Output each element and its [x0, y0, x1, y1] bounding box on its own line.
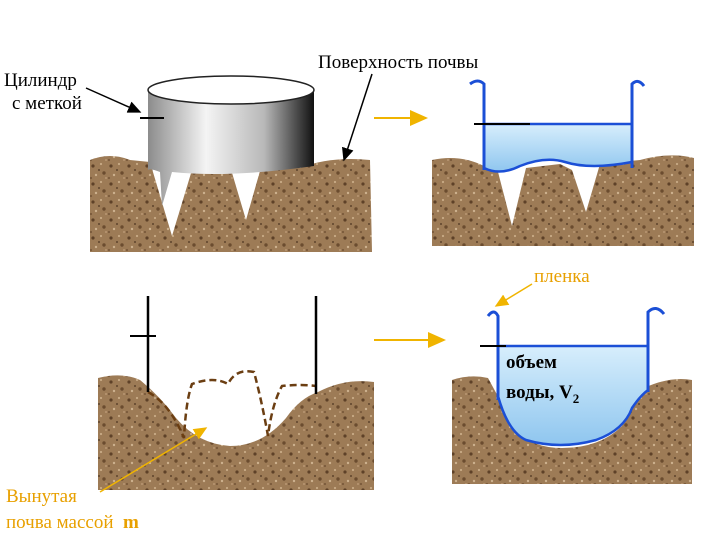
film-pointer [496, 284, 532, 306]
panel-soil-removed [98, 296, 374, 490]
cylinder-wall-right-4 [648, 308, 664, 392]
soil-block-3 [98, 375, 374, 490]
removed-soil-label-line2: почва массой m [6, 512, 139, 534]
mass-symbol: m [123, 512, 139, 533]
removed-soil-label-line1: Вынутая [6, 486, 77, 508]
cylinder-label-line2: с меткой [12, 93, 82, 115]
soil-surface-label: Поверхность почвы [318, 52, 478, 74]
water-volume-label-line1: объем [506, 352, 557, 374]
cylinder-top [148, 76, 314, 104]
film-label: пленка [534, 266, 590, 288]
soil-block-2 [432, 155, 694, 246]
cylinder-label-line1: Цилиндр [4, 70, 77, 92]
cylinder-wall-right-2 [632, 81, 644, 168]
water-volume-subscript: 2 [573, 391, 580, 406]
panel-water-in-cylinder [432, 81, 694, 246]
panel-cylinder-in-soil [90, 76, 372, 252]
water-volume-label-line2: воды, V2 [506, 382, 579, 410]
cylinder-wall-left-2 [470, 81, 484, 170]
removed-soil-text: почва массой [6, 512, 114, 533]
water-volume-text: воды, V [506, 382, 573, 403]
cylinder-label-pointer [86, 88, 140, 112]
soil-surface-pointer [344, 74, 372, 160]
